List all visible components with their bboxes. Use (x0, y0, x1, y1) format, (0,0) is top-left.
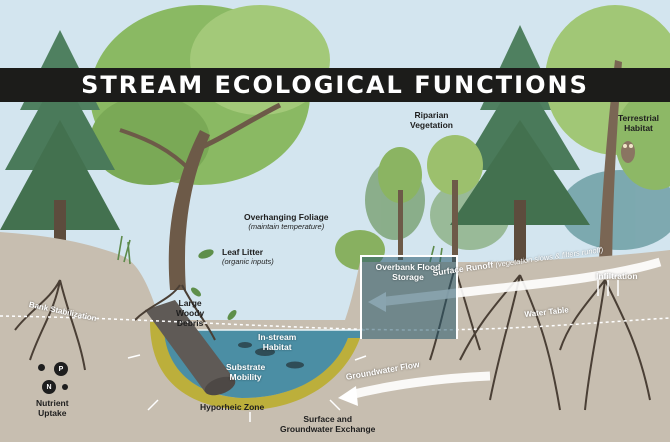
label-nutrient-uptake: Nutrient Uptake (36, 398, 69, 418)
nutrient-n-icon: N (42, 380, 56, 394)
label-in-stream-habitat: In-stream Habitat (258, 332, 297, 352)
overbank-flood-storage-box (360, 255, 458, 339)
falling-leaves (191, 249, 237, 320)
label-large-woody-debris: Large Woody Debris (176, 298, 205, 328)
hyporheic-band (150, 322, 360, 411)
title-banner: STREAM ECOLOGICAL FUNCTIONS (0, 68, 670, 102)
label-riparian-vegetation: Riparian Vegetation (410, 110, 453, 130)
nutrient-dot-icon (38, 364, 45, 371)
label-infiltration: Infiltration (596, 271, 638, 281)
water-table-line (0, 315, 670, 331)
label-substrate-mobility: Substrate Mobility (226, 362, 266, 382)
overhanging-foliage-text: Overhanging Foliage (244, 212, 329, 222)
label-overbank-flood-storage: Overbank Flood Storage (375, 262, 441, 282)
leaf-litter-sub: (organic inputs) (222, 257, 274, 266)
riparian-tree (335, 135, 483, 270)
overhanging-foliage-sub: (maintain temperature) (248, 222, 325, 231)
owl (621, 141, 635, 163)
label-hyporheic-zone: Hyporheic Zone (200, 402, 265, 412)
label-surface-groundwater-exchange: Surface and Groundwater Exchange (280, 414, 376, 434)
leaf-litter-text: Leaf Litter (222, 247, 264, 257)
label-terrestrial-habitat: Terrestrial Habitat (618, 113, 659, 133)
groundwater-flow-arrow (348, 371, 491, 400)
nutrient-dot-icon (62, 384, 68, 390)
nutrient-p-icon: P (54, 362, 68, 376)
woody-debris-log (145, 300, 236, 396)
label-leaf-litter: Leaf Litter (organic inputs) (222, 247, 274, 267)
infiltration-arrows (597, 280, 619, 296)
diagram-title: STREAM ECOLOGICAL FUNCTIONS (81, 71, 589, 99)
exchange-arrows (127, 354, 367, 422)
groundwater-arrowhead (338, 386, 358, 406)
label-overhanging-foliage: Overhanging Foliage (maintain temperatur… (244, 212, 329, 232)
fish (238, 342, 304, 369)
